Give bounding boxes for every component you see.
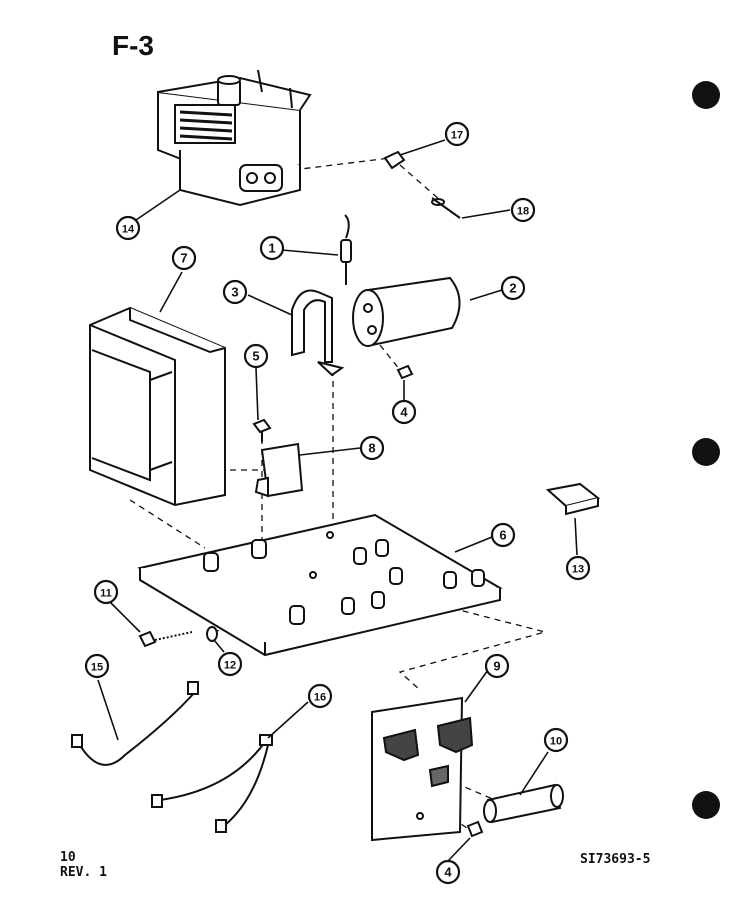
mounting-screw [466,820,484,838]
callout-circle [217,651,243,677]
callout-circle [490,522,516,548]
callout-15: 15 [84,653,110,679]
callout-14: 14 [115,215,141,241]
callout-number: 15 [91,662,103,674]
callout-2: 2 [500,275,526,301]
callout-circle [243,343,269,369]
callout-18: 18 [510,197,536,223]
callout-circle [307,683,333,709]
hv-transformer [89,306,226,507]
callout-number: 16 [314,692,326,704]
callout-5: 5 [243,343,269,369]
page-number: 10 [60,850,76,865]
callout-circle [484,653,510,679]
binder-hole [692,438,720,466]
callout-circle [115,215,141,241]
callout-circle [391,399,417,425]
callout-11: 11 [93,579,119,605]
callout-number: 8 [368,441,375,456]
mounting-screw [396,364,414,380]
callout-number: 12 [224,660,236,672]
callout-number: 2 [509,281,516,296]
callout-number: 9 [493,659,500,674]
callout-number: 4 [400,405,408,420]
callout-circle [171,245,197,271]
antenna-probe [431,197,461,219]
callout-9: 9 [484,653,510,679]
bolt [138,630,193,648]
fuse [483,783,564,824]
callout-4: 4 [435,859,461,885]
callout-number: 18 [517,206,529,218]
callout-12: 12 [217,651,243,677]
washer [206,626,218,642]
callout-6: 6 [490,522,516,548]
hv-capacitor [352,276,461,347]
mounting-bracket [254,442,304,498]
callout-circle [444,121,470,147]
callout-4: 4 [391,399,417,425]
callout-circle [222,279,248,305]
callout-number: 1 [268,241,275,256]
callout-17: 17 [444,121,470,147]
callout-circle [500,275,526,301]
callout-3: 3 [222,279,248,305]
callout-10: 10 [543,727,569,753]
callout-circle [84,653,110,679]
callout-circle [510,197,536,223]
callout-13: 13 [565,555,591,581]
magnetron [157,69,312,207]
mounting-screw [252,418,272,442]
callout-number: 7 [180,251,187,266]
callout-7: 7 [171,245,197,271]
hv-diode [340,214,352,285]
wire-connector [545,482,601,516]
revision-label: REV. 1 [60,865,107,880]
base-plate [137,513,503,657]
drawing-code: SI73693-5 [580,852,651,867]
binder-hole [692,81,720,109]
callout-16: 16 [307,683,333,709]
thermal-fastener [383,150,406,170]
wire-harness [151,734,273,833]
callout-number: 14 [122,224,135,236]
callout-8: 8 [359,435,385,461]
callout-1: 1 [259,235,285,261]
callout-number: 10 [550,736,562,748]
callout-circle [435,859,461,885]
figure-title: F-3 [112,30,154,61]
callout-circle [565,555,591,581]
callout-circle [543,727,569,753]
callout-number: 13 [572,564,584,576]
callout-circle [359,435,385,461]
callout-number: 4 [444,865,452,880]
callout-number: 3 [231,285,238,300]
callout-number: 6 [499,528,506,543]
fuse-holder-board [371,696,474,842]
callout-circle [259,235,285,261]
leader-lines [97,139,578,863]
callout-number: 5 [252,349,259,364]
callout-number: 17 [451,130,463,142]
callout-circle [93,579,119,605]
wire-harness [71,681,199,766]
binder-hole [692,791,720,819]
callout-number: 11 [100,588,112,600]
capacitor-clamp [291,289,345,377]
